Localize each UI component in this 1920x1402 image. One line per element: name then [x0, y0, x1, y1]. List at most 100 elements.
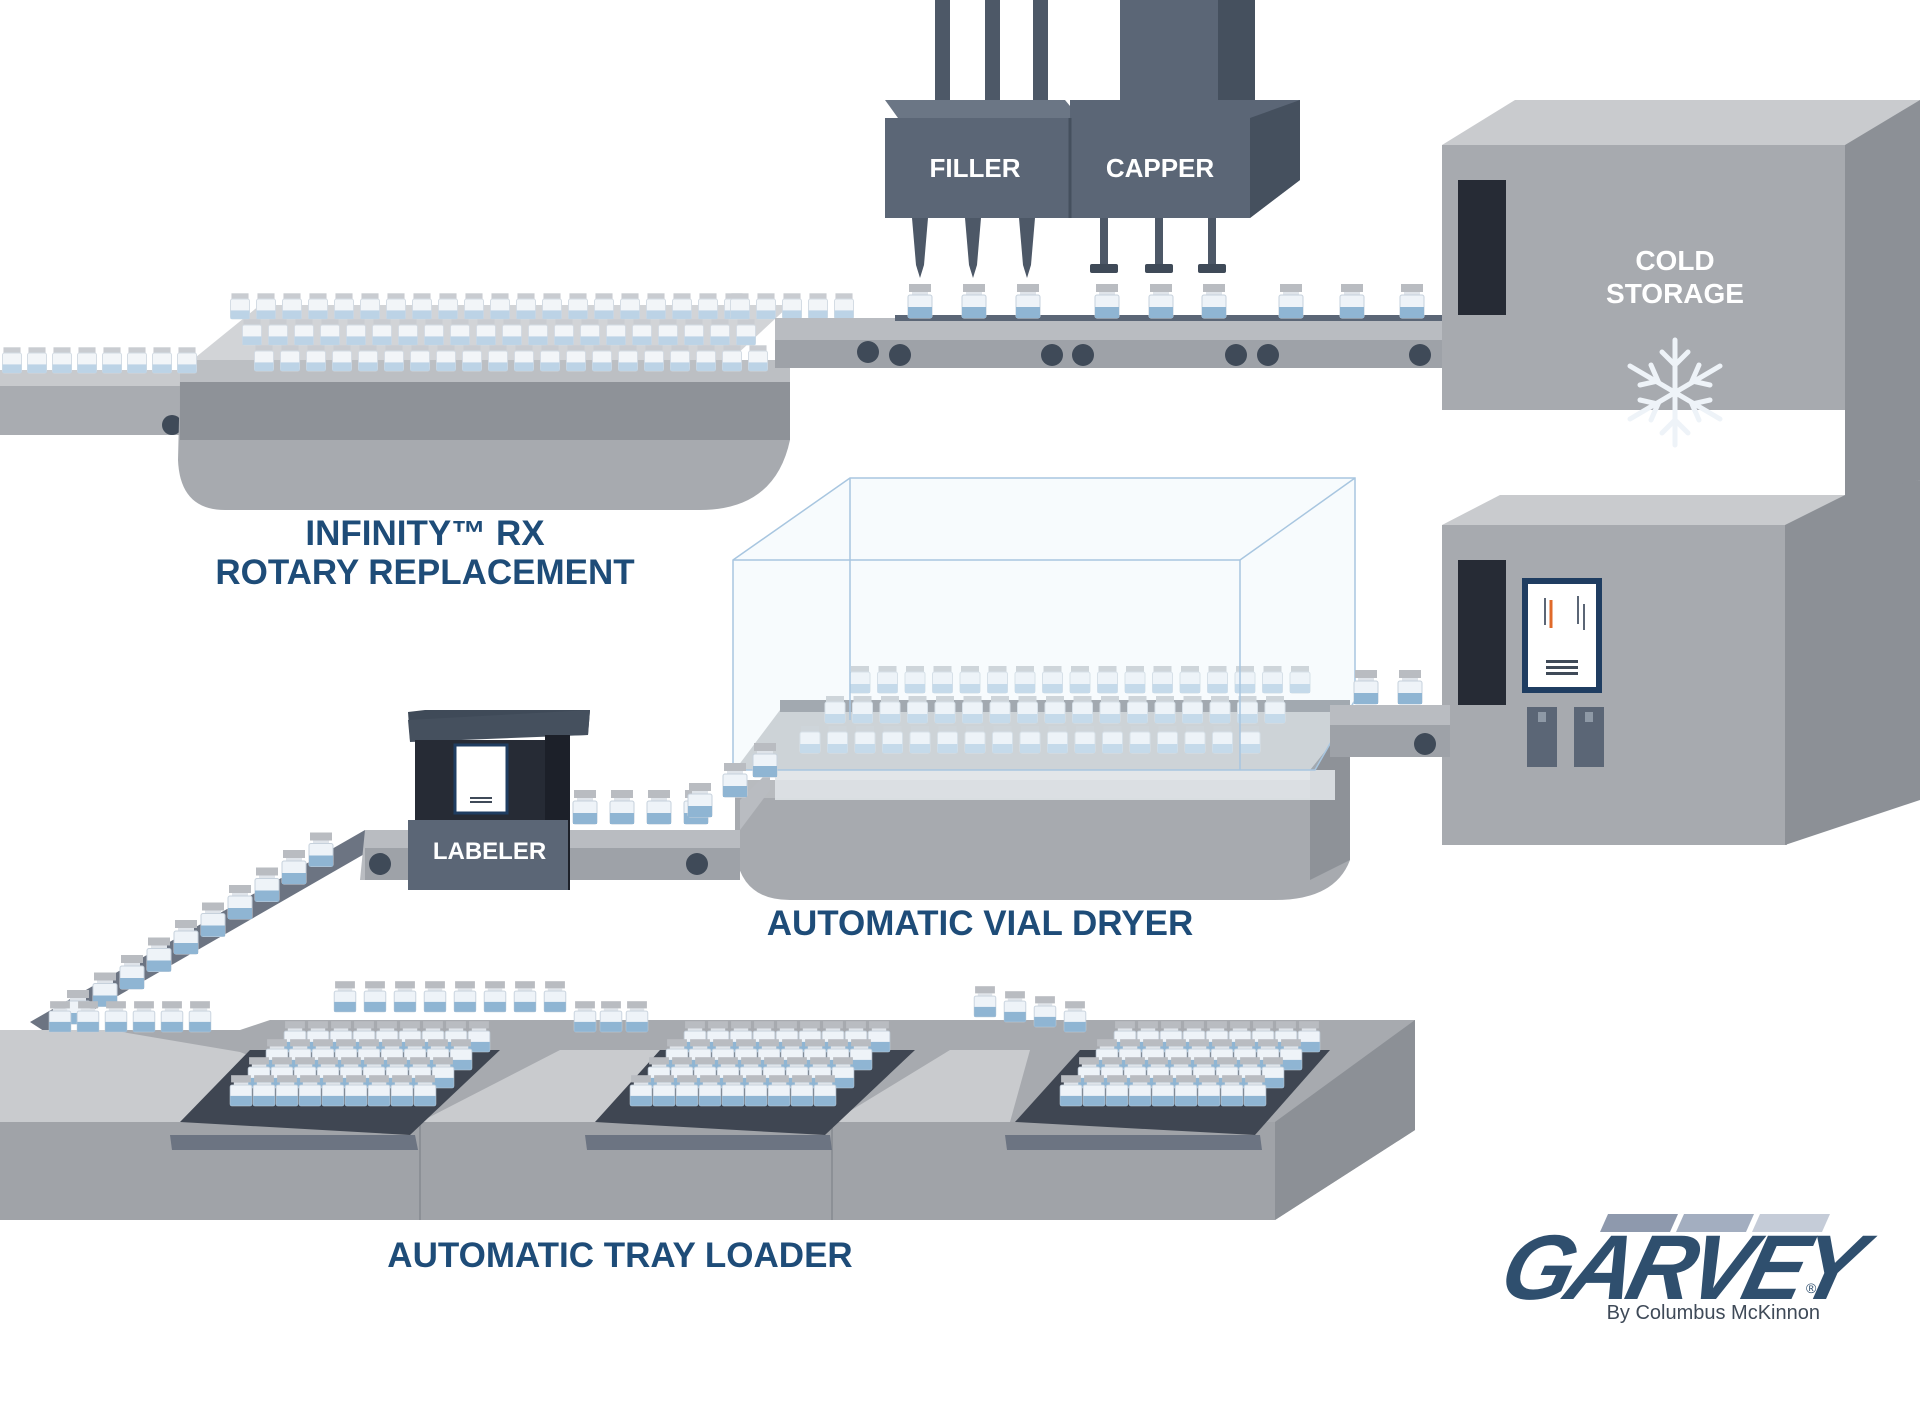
vial [1399, 283, 1425, 319]
vial [462, 344, 482, 372]
vial [1151, 1074, 1175, 1107]
vial-dryer-machine [732, 477, 1450, 900]
vial [514, 344, 534, 372]
vial [333, 980, 357, 1013]
vial [1082, 1074, 1106, 1107]
vial [1278, 283, 1304, 319]
vial [1243, 1074, 1267, 1107]
vial [173, 919, 199, 955]
vial [684, 318, 704, 346]
vial [698, 292, 718, 320]
vial [48, 1000, 72, 1033]
vial [675, 1074, 699, 1107]
vial [282, 292, 302, 320]
vial [782, 292, 802, 320]
cold-storage-line2: STORAGE [1606, 278, 1744, 309]
vial [1128, 1074, 1152, 1107]
vial [160, 1000, 184, 1033]
vial [736, 318, 756, 346]
vial [152, 346, 172, 374]
vial [813, 1074, 837, 1107]
vial [119, 954, 145, 990]
infinity-rx-label: INFINITY™ RX ROTARY REPLACEMENT [180, 514, 670, 592]
vial [1353, 669, 1379, 705]
vial [502, 318, 522, 346]
infinity-rx-machine [0, 292, 854, 510]
vial [632, 318, 652, 346]
vial [393, 980, 417, 1013]
vial [488, 344, 508, 372]
vial [767, 1074, 791, 1107]
vial [721, 1074, 745, 1107]
vial [572, 789, 598, 825]
vial [594, 292, 614, 320]
registered-mark: ® [1806, 1280, 1817, 1296]
vial [438, 292, 458, 320]
vial [710, 318, 730, 346]
vial [483, 980, 507, 1013]
vial [424, 318, 444, 346]
vial [344, 1074, 368, 1107]
vial [540, 344, 560, 372]
cold-storage-label: COLD STORAGE [1560, 244, 1790, 310]
vial [27, 346, 47, 374]
vial [177, 346, 197, 374]
vial [308, 292, 328, 320]
vial [658, 318, 678, 346]
filler-label: FILLER [929, 153, 1021, 183]
capper-label: CAPPER [1105, 153, 1215, 183]
labeler-label: LABELER [432, 838, 547, 865]
vial [390, 1074, 414, 1107]
vial [513, 980, 537, 1013]
vial [450, 318, 470, 346]
vial [722, 344, 742, 372]
vial [230, 292, 250, 320]
vial [281, 849, 307, 885]
vial [808, 292, 828, 320]
cold-storage-machine [1442, 100, 1920, 845]
vial [436, 344, 456, 372]
vial [1261, 1056, 1285, 1089]
vial [644, 344, 664, 372]
vial [1174, 1074, 1198, 1107]
vial [242, 318, 262, 346]
vial [744, 1074, 768, 1107]
vial [308, 832, 334, 867]
vial [1148, 283, 1174, 319]
vial [670, 344, 690, 372]
vial [687, 782, 713, 818]
infinity-rx-line2: ROTARY REPLACEMENT [215, 553, 635, 592]
vial [200, 902, 226, 937]
vial [618, 344, 638, 372]
vial [831, 1056, 855, 1089]
vial [410, 344, 430, 372]
vial [1063, 1000, 1087, 1033]
vial [367, 1074, 391, 1107]
vial [334, 292, 354, 320]
vial [672, 292, 692, 320]
vial [453, 980, 477, 1013]
vial [867, 1020, 891, 1053]
vial-dryer-label: AUTOMATIC VIAL DRYER [766, 904, 1194, 943]
vial [756, 292, 776, 320]
vial [573, 1000, 597, 1033]
vial [1105, 1074, 1129, 1107]
vial [834, 292, 854, 320]
vial [52, 346, 72, 374]
vial [227, 884, 253, 920]
vial [790, 1074, 814, 1107]
tray-loader-label: AUTOMATIC TRAY LOADER [387, 1236, 853, 1275]
vial [849, 1038, 873, 1071]
vial [431, 1056, 455, 1089]
vial [77, 346, 97, 374]
vial [384, 344, 404, 372]
vial [1339, 283, 1365, 319]
vial [490, 292, 510, 320]
vial [592, 344, 612, 372]
vial [528, 318, 548, 346]
garvey-logo: GARVEY ® By Columbus McKinnon [1491, 1210, 1869, 1340]
vial [646, 789, 672, 825]
vial [363, 980, 387, 1013]
vial [464, 292, 484, 320]
